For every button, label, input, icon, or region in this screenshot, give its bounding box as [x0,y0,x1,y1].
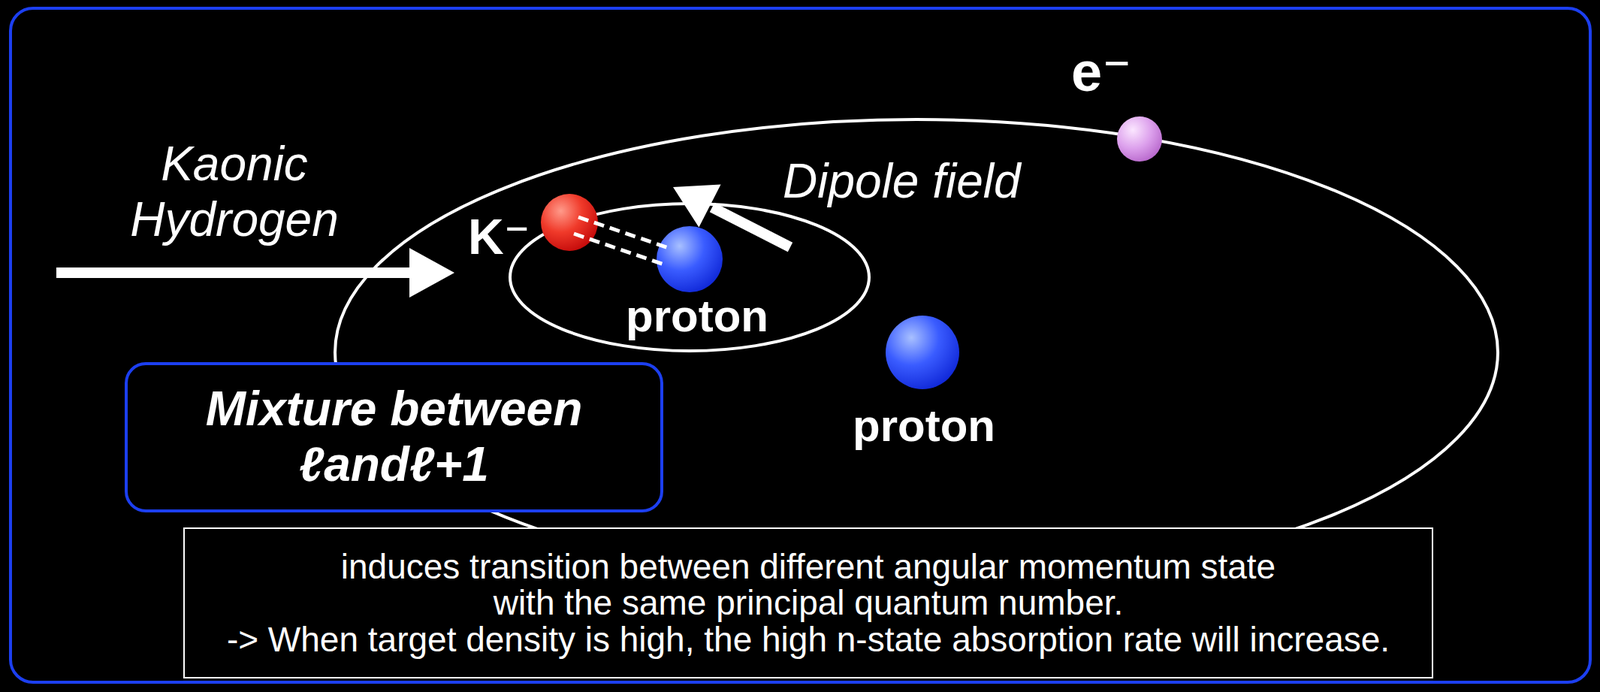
particle-label: proton [625,289,769,342]
bond-dash [573,233,665,265]
particle-label: K⁻ [467,208,531,266]
dipole-arrow-head [673,184,722,228]
electron-sphere [1116,116,1163,162]
dipole-arrow-shaft [712,207,791,248]
field-label: Dipole field [782,153,1021,210]
box-text: -> When target density is high, the high… [226,621,1390,658]
caption-box: induces transition between different ang… [183,527,1434,679]
particle-label: proton [852,399,996,452]
incoming-arrow-shaft [56,267,417,278]
incoming-arrow-head [409,247,455,298]
electron-orbit [335,119,1498,586]
title-label: Kaonic Hydrogen [99,136,370,248]
bond-dash [578,217,669,248]
particle-label: e⁻ [1071,39,1132,104]
outer-frame [10,8,1591,683]
note-box: Mixture between ℓandℓ+1 [124,362,664,513]
kaon-sphere [540,193,598,251]
proton-sphere [885,315,960,390]
box-text: Mixture between ℓandℓ+1 [161,381,628,493]
proton-sphere [656,226,723,293]
box-text: induces transition between different ang… [312,548,1305,622]
